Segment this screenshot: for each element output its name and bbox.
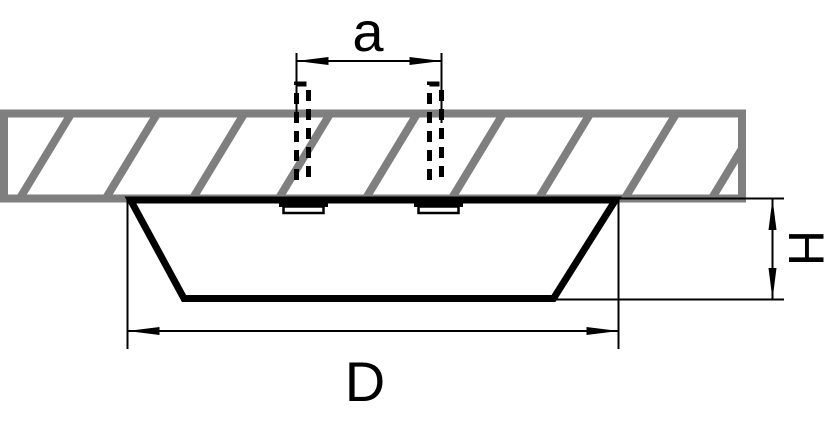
ceiling-hatch-lines: [17, 117, 738, 195]
a-label: a: [352, 0, 384, 63]
d-arrow-left: [127, 327, 160, 335]
a-arrow-left: [296, 57, 329, 65]
h-arrow-top: [768, 198, 777, 230]
fixture-outline: [124, 196, 622, 302]
fixture-body: [124, 196, 622, 302]
d-label: D: [345, 350, 385, 413]
dimension-a: a: [295, 0, 443, 123]
screw-hidden-left: [294, 81, 311, 180]
mounting-tab-left: [282, 205, 325, 215]
mounting-tab-right: [417, 205, 460, 215]
ceiling-slab: [0, 109, 746, 203]
mounting-tab-left-base: [279, 196, 328, 207]
dimension-h: H: [556, 198, 828, 301]
dimension-d: D: [126, 197, 620, 413]
mounting-tab-right-base: [414, 196, 463, 207]
screw-hidden-right: [427, 81, 444, 180]
h-label: H: [778, 230, 828, 266]
h-arrow-bottom: [768, 268, 777, 300]
a-arrow-right: [409, 57, 442, 65]
d-arrow-right: [586, 327, 619, 335]
